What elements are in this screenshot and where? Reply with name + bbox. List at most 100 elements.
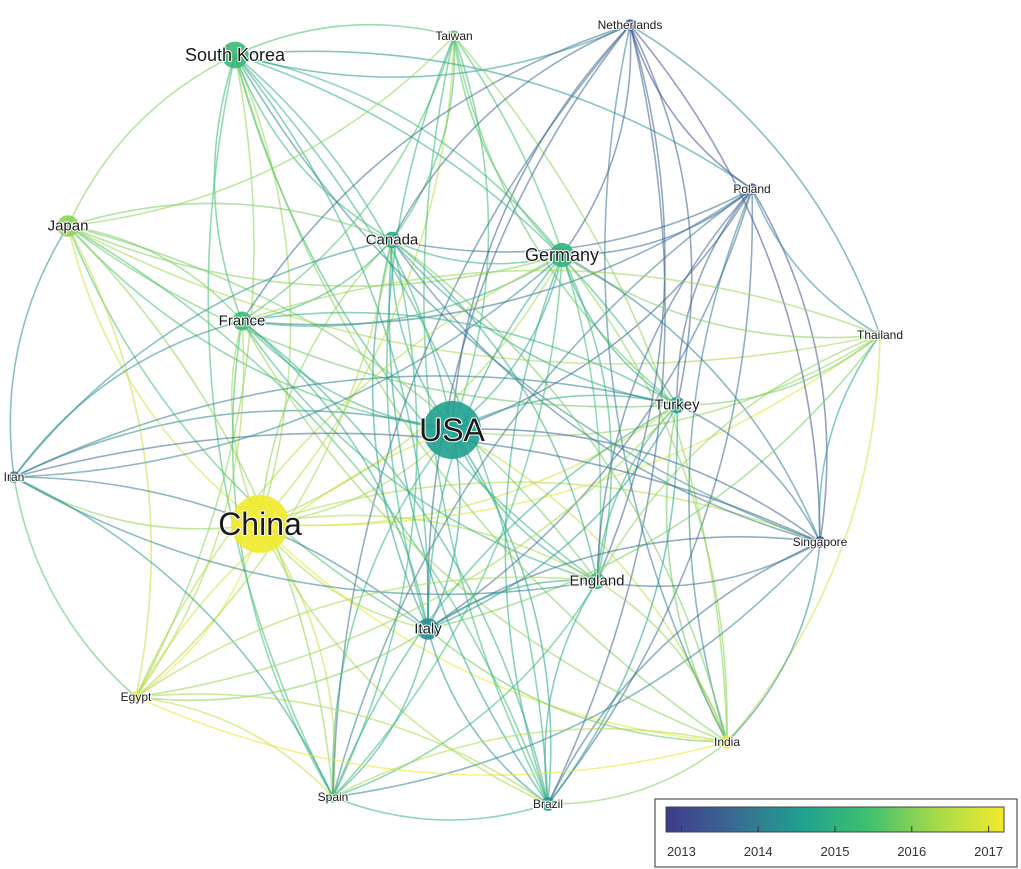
edge-japan-turkey (67, 225, 678, 408)
edge-japan-canada (67, 202, 393, 241)
edge-thailand-england (596, 334, 881, 582)
edge-canada-egypt (135, 239, 393, 698)
edge-poland-singapore (751, 188, 828, 543)
edge-france-italy (241, 320, 429, 630)
edge-taiwan-india (453, 35, 728, 743)
edge-china-england (259, 514, 598, 582)
node-label-brazil: Brazil (533, 797, 563, 811)
edge-china-taiwan (259, 35, 455, 525)
node-label-poland: Poland (733, 182, 770, 196)
node-netherlands[interactable] (624, 19, 636, 31)
node-label-iran: Iran (4, 470, 25, 484)
edge-italy-brazil (427, 628, 549, 805)
node-label-france: France (219, 313, 266, 330)
edge-south_korea-singapore (234, 54, 821, 543)
edge-thailand-turkey (676, 334, 881, 406)
node-japan[interactable] (57, 215, 79, 237)
node-poland[interactable] (746, 183, 758, 195)
edge-south_korea-netherlands (234, 24, 631, 78)
node-brazil[interactable] (541, 797, 555, 811)
node-label-germany: Germany (525, 245, 599, 265)
edge-germany-thailand (561, 254, 881, 339)
edge-iran-egypt (13, 476, 137, 698)
node-label-netherlands: Netherlands (598, 18, 663, 32)
edge-usa-brazil (451, 429, 552, 805)
edge-france-turkey (241, 311, 678, 406)
node-germany[interactable] (549, 242, 575, 268)
edge-canada-brazil (388, 239, 549, 805)
edge-south_korea-spain (207, 54, 334, 798)
edge-iran-england (13, 476, 598, 596)
edge-germany-england (561, 254, 613, 582)
node-china[interactable] (231, 495, 289, 553)
edge-canada-india (391, 239, 728, 743)
edge-england-india (596, 580, 728, 743)
node-turkey[interactable] (668, 396, 686, 414)
edge-germany-singapore (561, 254, 821, 543)
edge-singapore-india (726, 541, 821, 743)
node-label-singapore: Singapore (793, 535, 848, 549)
node-label-turkey: Turkey (654, 397, 700, 414)
node-singapore[interactable] (814, 536, 826, 548)
edge-france-brazil (241, 320, 549, 805)
edge-thailand-india (726, 334, 881, 743)
edge-turkey-italy (427, 404, 678, 630)
node-iran[interactable] (8, 471, 20, 483)
node-label-south_korea: South Korea (185, 45, 286, 65)
edge-egypt-brazil (135, 693, 549, 805)
edge-turkey-india (665, 404, 728, 743)
edge-japan-france (67, 225, 243, 322)
edge-poland-spain (332, 188, 753, 798)
edge-china-thailand (259, 334, 881, 527)
edge-iran-singapore (13, 432, 821, 543)
node-italy[interactable] (417, 618, 439, 640)
edge-taiwan-canada (391, 35, 456, 241)
node-egypt[interactable] (130, 691, 142, 703)
node-label-egypt: Egypt (121, 690, 152, 704)
edge-japan-brazil (67, 225, 549, 805)
edge-italy-spain (332, 628, 429, 798)
edge-poland-brazil (547, 188, 754, 805)
node-label-taiwan: Taiwan (435, 29, 472, 43)
node-label-usa: USA (419, 412, 485, 448)
edge-france-iran (13, 320, 243, 478)
edge-turkey-brazil (547, 404, 679, 805)
edge-south_korea-france (213, 54, 243, 322)
edge-south_korea-taiwan (234, 23, 455, 56)
edge-germany-brazil (504, 254, 563, 805)
edge-south_korea-brazil (234, 54, 549, 805)
edge-singapore-england (596, 541, 821, 588)
edge-netherlands-brazil (547, 24, 666, 805)
node-spain[interactable] (327, 791, 339, 803)
edge-usa-england (451, 429, 598, 582)
edge-usa-iran (13, 409, 453, 478)
edge-iran-italy (13, 476, 429, 630)
edge-canada-iran (13, 239, 393, 478)
node-taiwan[interactable] (448, 30, 460, 42)
legend-tick-label-2013: 2013 (667, 844, 696, 859)
edge-netherlands-england (596, 24, 666, 582)
node-canada[interactable] (383, 231, 401, 249)
edge-layer (9, 23, 881, 821)
edge-taiwan-germany (453, 35, 563, 256)
edge-italy-egypt (135, 628, 429, 702)
node-england[interactable] (588, 572, 606, 590)
edge-netherlands-germany (561, 24, 632, 256)
edge-singapore-brazil (547, 541, 821, 805)
edge-poland-thailand (751, 188, 881, 336)
node-france[interactable] (232, 311, 252, 331)
node-label-canada: Canada (366, 232, 419, 249)
node-india[interactable] (720, 735, 734, 749)
edge-poland-france (241, 188, 753, 326)
node-usa[interactable] (423, 401, 481, 459)
node-label-italy: Italy (414, 621, 442, 638)
edge-netherlands-thailand (629, 24, 881, 336)
node-thailand[interactable] (874, 329, 886, 341)
edge-poland-italy (427, 188, 753, 630)
edge-germany-turkey (561, 254, 678, 406)
node-south_korea[interactable] (221, 41, 249, 69)
